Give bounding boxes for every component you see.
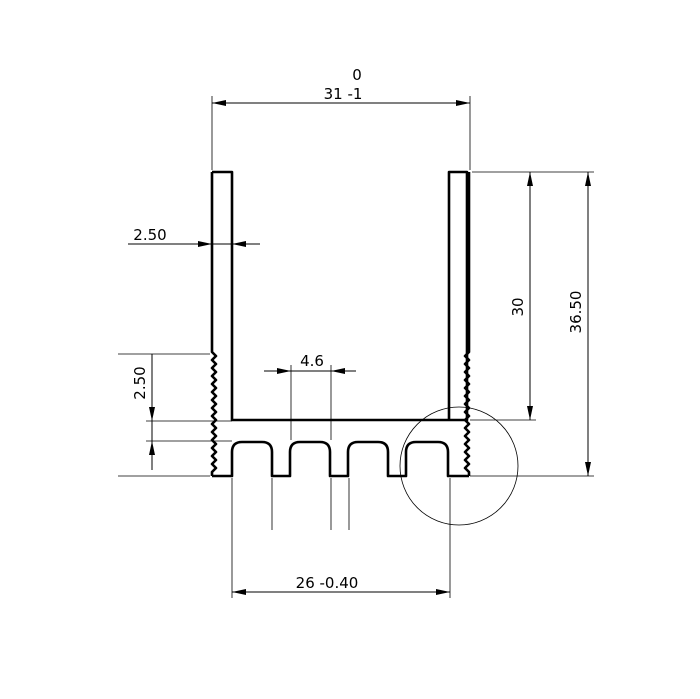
- overall-height-label: 36.50: [567, 291, 585, 334]
- overall-width-dimension: 0 31 -1: [211, 66, 471, 170]
- inner-height-label: 30: [509, 297, 527, 316]
- overall-width-label: 31 -1: [324, 85, 363, 103]
- finned-base-outline: [212, 440, 469, 478]
- base-thickness-label: 2.50: [131, 366, 149, 399]
- left-wall-outer-edge: [210, 172, 218, 476]
- wall-thickness-dimension: 2.50: [128, 226, 260, 247]
- inner-height-dimension: 30: [470, 171, 536, 421]
- fin-pitch-label: 4.6: [300, 352, 324, 370]
- overall-width-tolerance-label: 0: [352, 66, 362, 84]
- detail-circle: [399, 406, 519, 526]
- base-width-dimension: 26 -0.40: [231, 478, 451, 598]
- base-width-label: 26 -0.40: [296, 574, 359, 592]
- left-wall-outline: [212, 170, 469, 422]
- fin-pitch-dimension: 4.6: [264, 352, 356, 530]
- wall-thickness-label: 2.50: [133, 226, 166, 244]
- u-channel-profile: [210, 170, 471, 478]
- overall-height-dimension: 36.50: [470, 171, 594, 477]
- base-thickness-dimension: 2.50: [118, 353, 232, 477]
- right-wall-outer-edge: [463, 172, 471, 476]
